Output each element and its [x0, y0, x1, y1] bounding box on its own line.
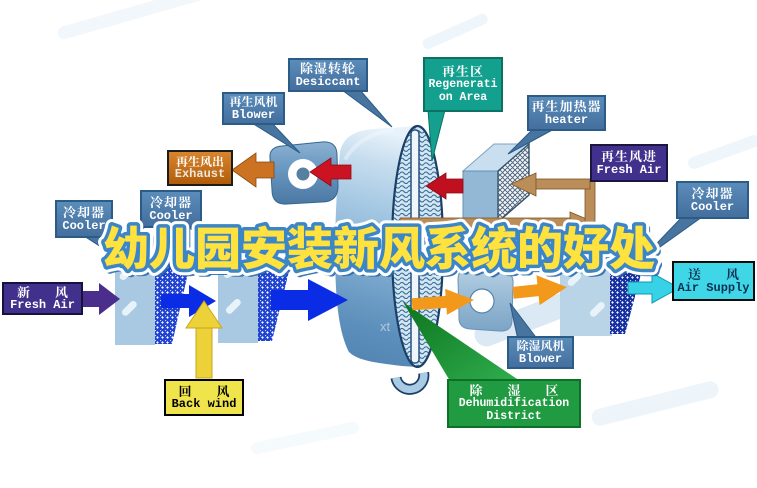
tail-cooler-right — [638, 216, 704, 263]
wheel-rotation-ribbon-inner — [392, 372, 428, 394]
label-regen-area-en2: on Area — [438, 90, 488, 104]
shine-streak-4 — [225, 298, 241, 314]
label-air-supply-zh: 送 风 — [687, 264, 745, 283]
shine-streak-6 — [589, 301, 605, 317]
label-cooler-mid: 冷却器 Cooler — [140, 190, 202, 228]
label-regen-fresh-air-en: Fresh Air — [596, 162, 662, 177]
background-swoosh-2 — [422, 13, 488, 50]
tail-heater — [507, 127, 557, 155]
label-regen-area-en1: Regenerati — [428, 77, 498, 91]
orange-arrow-exhaust — [231, 152, 275, 188]
label-dehum-district: 除 湿 区 Dehumidification District — [447, 379, 581, 428]
label-exhaust: 再生风出 Exhaust — [167, 150, 233, 186]
label-dehum-blower: 除湿风机 Blower — [507, 336, 574, 369]
background-swoosh-4 — [591, 381, 719, 426]
label-cooler-mid-zh: 冷却器 — [149, 192, 192, 211]
label-back-wind-zh: 回 风 — [178, 380, 236, 400]
shine-streak-1 — [119, 266, 134, 281]
label-heater: 再生加热器 heater — [527, 95, 606, 131]
label-regen-blower: 再生风机 Blower — [222, 92, 285, 125]
label-regen-area: 再生区 Regenerati on Area — [423, 57, 503, 112]
regen-blower-unit — [269, 141, 339, 205]
label-dehum-district-zh: 除 湿 区 — [469, 380, 565, 400]
label-cooler-left-zh: 冷却器 — [62, 202, 105, 221]
orange-arrow-2 — [512, 275, 567, 306]
tail-cooler-left — [82, 235, 127, 264]
background-swoosh-1 — [57, 0, 213, 40]
callout-tails — [82, 89, 704, 381]
tail-cooler-mid — [180, 223, 231, 253]
purple-arrow-fresh-air — [83, 283, 120, 315]
label-regen-blower-en: Blower — [231, 107, 276, 122]
label-fresh-air-en: Fresh Air — [10, 298, 75, 313]
label-cooler-right: 冷却器 Cooler — [676, 181, 749, 219]
wheel-divider-slot — [410, 129, 420, 364]
label-dehum-district-en2: District — [486, 409, 542, 423]
regen-blower-hub — [296, 167, 310, 181]
label-cooler-mid-en: Cooler — [149, 208, 193, 223]
shine-streak-3 — [223, 264, 238, 279]
label-dehum-blower-zh: 除湿风机 — [516, 337, 565, 355]
label-back-wind-en: Back wind — [171, 397, 237, 412]
label-desiccant: 除湿转轮 Desiccant — [288, 58, 368, 92]
dehum-district-tail — [403, 302, 520, 381]
label-cooler-left: 冷却器 Cooler — [55, 200, 113, 238]
shine-streak-5 — [567, 272, 582, 287]
blue-arrow-2 — [271, 279, 348, 321]
dehum-blower-inlet — [469, 288, 495, 314]
label-exhaust-en: Exhaust — [174, 167, 226, 181]
label-exhaust-zh: 再生风出 — [175, 152, 224, 170]
red-arrow-to-wheel — [425, 172, 464, 200]
label-cooler-right-zh: 冷却器 — [691, 183, 734, 202]
wheel-barrel-highlight — [344, 128, 394, 160]
label-desiccant-en: Desiccant — [295, 74, 361, 89]
wheel-barrel — [335, 126, 417, 367]
label-air-supply: 送 风 Air Supply — [672, 261, 755, 301]
background-swoosh-5 — [687, 135, 757, 169]
shine-streak-2 — [121, 300, 137, 316]
label-cooler-left-en: Cooler — [62, 218, 106, 233]
supply-unit-block — [560, 260, 641, 336]
heater-front-face — [462, 170, 499, 223]
label-fresh-air-zh: 新 风 — [16, 281, 74, 301]
label-heater-zh: 再生加热器 — [531, 96, 602, 115]
label-regen-fresh-air: 再生风进 Fresh Air — [590, 144, 668, 182]
red-arrow-to-blower — [309, 157, 352, 187]
label-regen-blower-zh: 再生风机 — [229, 93, 278, 111]
cooler-block-1-top — [115, 257, 164, 264]
label-desiccant-zh: 除湿转轮 — [299, 58, 356, 77]
yellow-arrow-return — [185, 300, 223, 379]
label-dehum-blower-en: Blower — [518, 351, 563, 366]
background-swoosh-6 — [251, 421, 359, 455]
supply-unit-coil — [610, 270, 641, 334]
supply-unit-body — [560, 268, 612, 336]
label-back-wind: 回 风 Back wind — [164, 379, 244, 416]
regen-air-path — [399, 172, 598, 234]
label-dehum-district-en1: Dehumidification — [458, 396, 570, 410]
tail-desiccant — [340, 89, 393, 128]
orange-arrow-1 — [411, 288, 474, 315]
dehum-blower-unit — [457, 268, 514, 332]
label-fresh-air: 新 风 Fresh Air — [2, 282, 83, 315]
cooler-block-2-top — [218, 254, 267, 261]
label-regen-fresh-air-zh: 再生风进 — [600, 146, 657, 165]
cyan-arrow-supply — [627, 272, 681, 304]
flow-arrows — [83, 152, 681, 379]
label-cooler-right-en: Cooler — [690, 199, 735, 214]
supply-unit-top — [560, 260, 622, 268]
label-air-supply-en: Air Supply — [677, 280, 750, 295]
label-regen-area-zh: 再生区 — [441, 61, 484, 81]
watermark: xt — [380, 319, 391, 334]
label-heater-en: heater — [544, 112, 589, 127]
